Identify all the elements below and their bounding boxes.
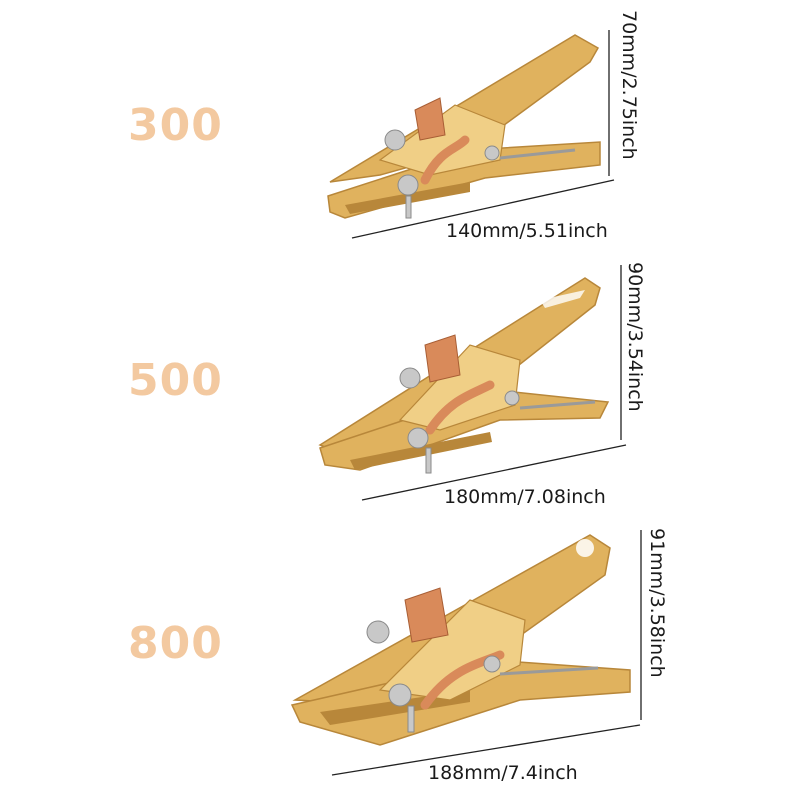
clamp-500-width-label: 180mm/7.08inch: [444, 486, 606, 508]
clamp-800-width-label: 188mm/7.4inch: [428, 762, 578, 784]
clamp-300-width-line: [351, 179, 615, 239]
clamp-800-image: [290, 534, 631, 746]
amp-label-500: 500: [128, 355, 223, 406]
clamp-500-image: [318, 277, 610, 474]
clamp-300-height-label: 70mm/2.75inch: [618, 10, 640, 160]
clamp-800-height-label: 91mm/3.58inch: [646, 528, 668, 678]
clamp-500-width-line: [361, 444, 627, 501]
clamp-800-width-line: [331, 724, 641, 776]
clamp-300-width-label: 140mm/5.51inch: [446, 220, 608, 242]
clamp-500-height-label: 90mm/3.54inch: [624, 262, 646, 412]
amp-label-800: 800: [128, 618, 223, 669]
amp-label-300: 300: [128, 100, 223, 151]
clamp-300-image: [327, 34, 601, 219]
